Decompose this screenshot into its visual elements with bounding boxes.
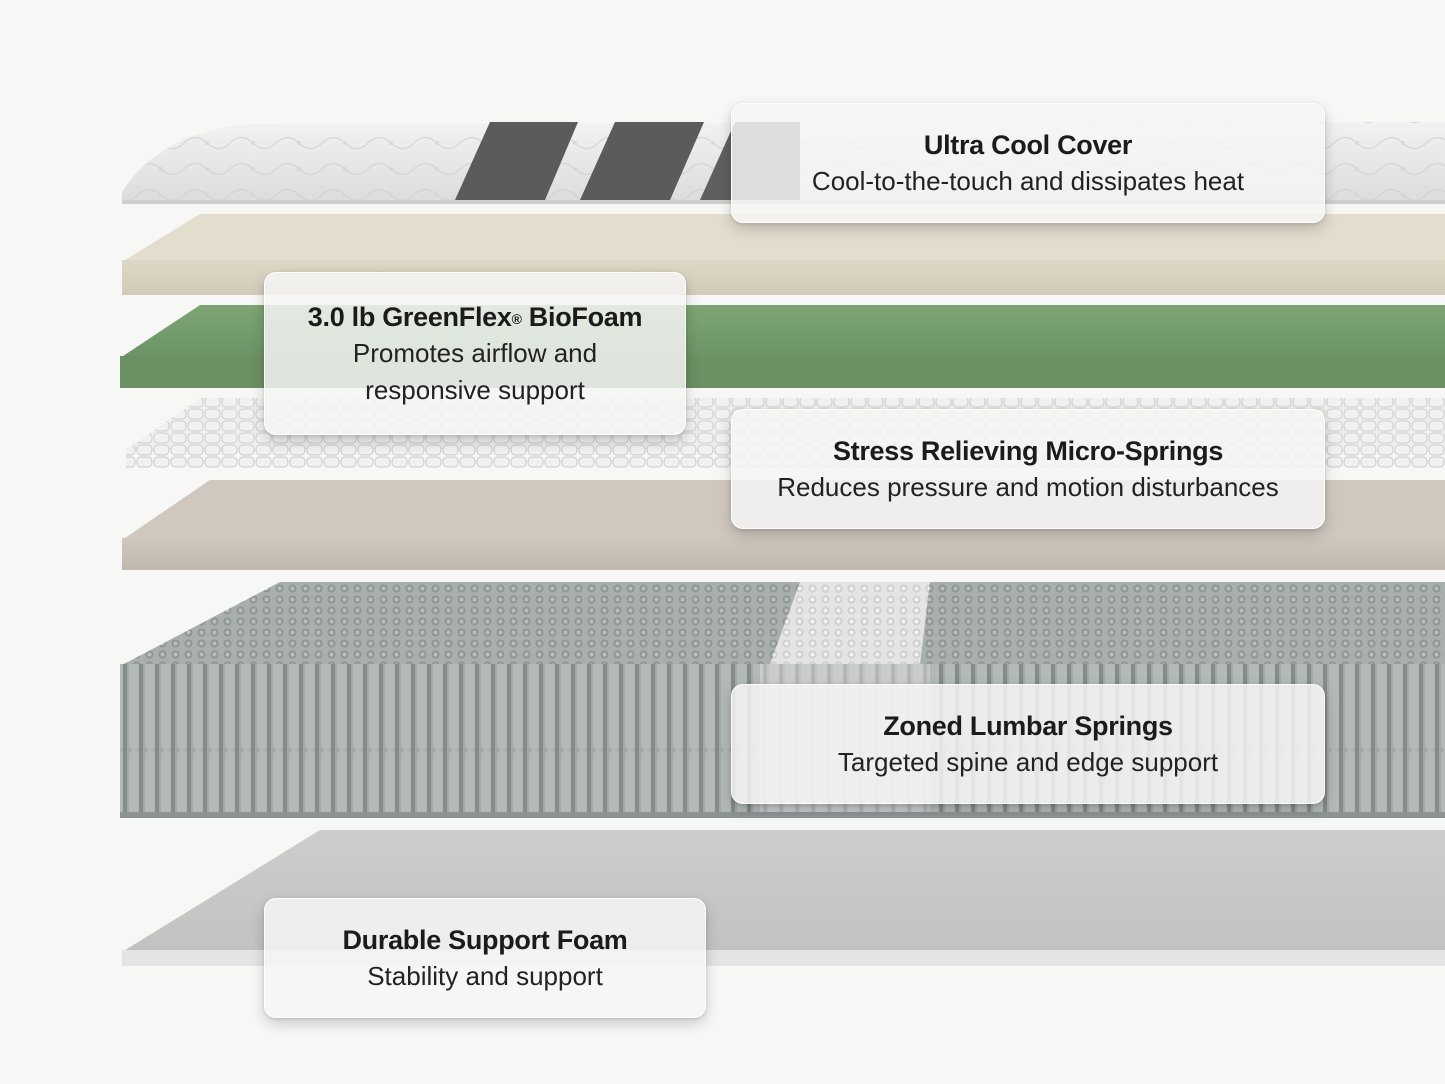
callout-cover-description: Cool-to-the-touch and dissipates heat — [811, 165, 1245, 196]
callout-biofoam: 3.0 lb GreenFlex® BioFoam Promotes airfl… — [264, 272, 686, 435]
callout-micro-springs-description: Reduces pressure and motion disturbances — [777, 471, 1279, 502]
callout-lumbar-springs-title: Zoned Lumbar Springs — [883, 710, 1173, 741]
callout-support-foam-title: Durable Support Foam — [342, 924, 628, 955]
callout-cover: Ultra Cool Cover Cool-to-the-touch and d… — [731, 103, 1325, 223]
registered-mark: ® — [511, 310, 522, 327]
callout-lumbar-springs-description: Targeted spine and edge support — [837, 746, 1219, 777]
callout-biofoam-description-line1: Promotes airflow and — [352, 337, 598, 368]
callout-support-foam: Durable Support Foam Stability and suppo… — [264, 898, 706, 1018]
callout-micro-springs: Stress Relieving Micro-Springs Reduces p… — [731, 409, 1325, 529]
callout-support-foam-description: Stability and support — [367, 960, 603, 991]
callout-biofoam-description-line2: responsive support — [365, 374, 585, 405]
callout-micro-springs-title: Stress Relieving Micro-Springs — [832, 435, 1224, 466]
callout-cover-title: Ultra Cool Cover — [923, 129, 1133, 160]
callout-biofoam-title: 3.0 lb GreenFlex® BioFoam — [307, 301, 643, 332]
comfort-foam-layer — [122, 214, 1445, 295]
callout-lumbar-springs: Zoned Lumbar Springs Targeted spine and … — [731, 684, 1325, 804]
